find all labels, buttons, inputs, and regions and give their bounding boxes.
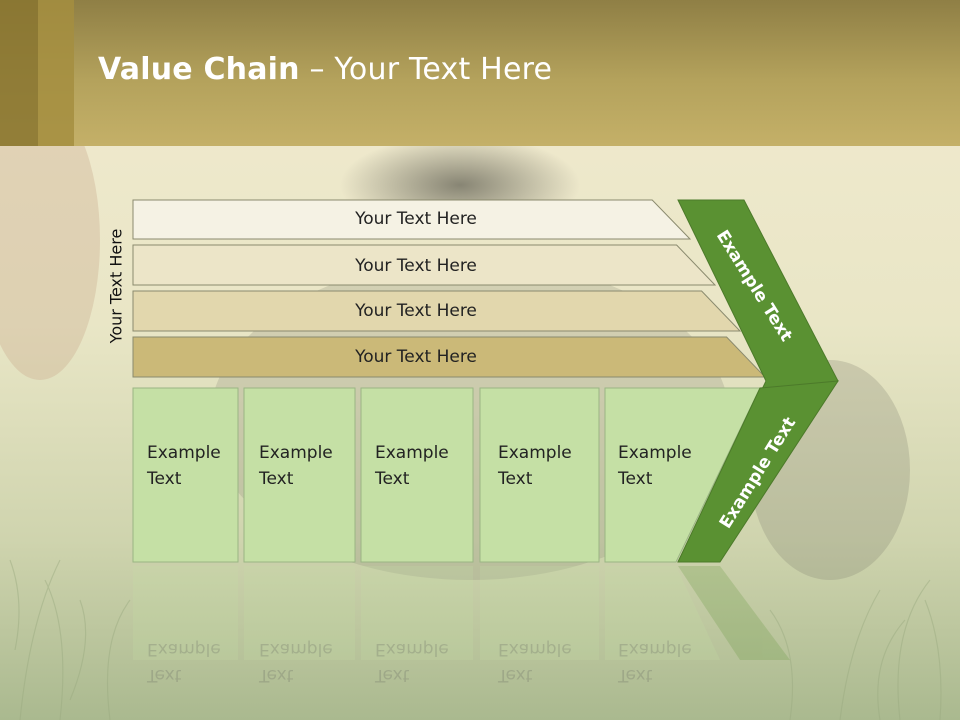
cell-reflection — [244, 566, 355, 660]
slide-title-bold: Value Chain — [98, 52, 300, 87]
header-stripe — [0, 0, 38, 146]
support-activity-label: Your Text Here — [355, 256, 477, 276]
chevron-reflection — [678, 566, 790, 660]
support-activity-bar — [132, 199, 692, 240]
primary-activity-cell — [360, 387, 474, 563]
margin-chevron-lower — [677, 380, 839, 563]
primary-activity-cell — [604, 387, 761, 563]
header-stripe — [38, 0, 74, 146]
slide-title: Value Chain – Your Text Here — [98, 52, 552, 87]
primary-activity-cell — [132, 387, 239, 563]
slide-title-rest: – Your Text Here — [299, 52, 553, 87]
cell-reflection — [133, 566, 238, 660]
cell-reflection — [480, 566, 599, 660]
side-label: Your Text Here — [106, 228, 126, 344]
cell-reflection — [605, 566, 720, 660]
primary-activity-cell — [479, 387, 600, 563]
support-activity-bar — [132, 290, 742, 332]
title-band — [0, 0, 960, 146]
primary-activity-cell — [243, 387, 356, 563]
cell-reflection — [361, 566, 473, 660]
support-activity-bar — [132, 244, 717, 286]
support-activity-label: Your Text Here — [355, 209, 477, 229]
support-activity-label: Your Text Here — [355, 301, 477, 321]
support-activity-label: Your Text Here — [355, 347, 477, 367]
